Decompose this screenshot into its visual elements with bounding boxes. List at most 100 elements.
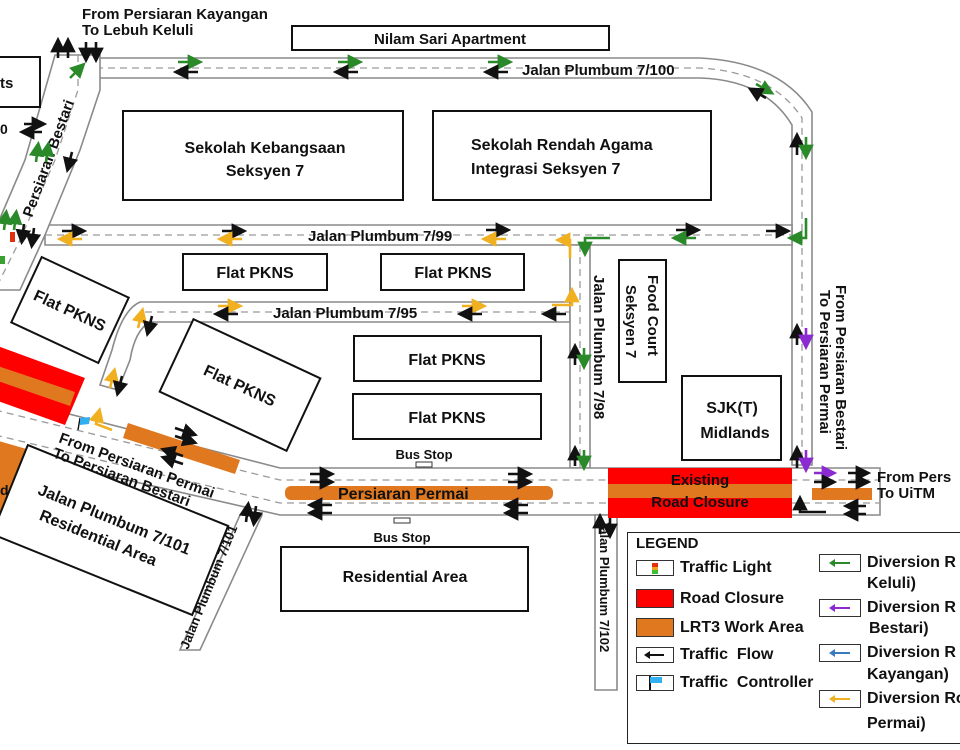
work-area-persiaran-permai (285, 486, 553, 500)
traffic-light-icon (10, 232, 15, 242)
building-residential-area (280, 546, 529, 612)
legend-item-work-area: LRT3 Work Area (636, 618, 804, 637)
label-flat-pkns-2: Flat PKNS (414, 265, 492, 282)
label-residential-area: Residential Area (343, 569, 468, 586)
building-flat-pkns-2 (380, 253, 525, 291)
diversion-green-turn (577, 236, 610, 258)
work-area-swatch (636, 618, 674, 637)
building-flat-pkns-6 (158, 317, 322, 453)
diversion-green-arrow (0, 208, 13, 231)
traffic-arrow-up (238, 500, 255, 523)
flag-icon (636, 675, 674, 691)
label-nilam-sari: Nilam Sari Apartment (374, 31, 526, 48)
diversion-yellow-turn (88, 406, 113, 432)
label-to-permai: To Persiaran Permai (816, 290, 833, 434)
label-sra-line2: Integrasi Seksyen 7 (471, 161, 621, 178)
building-jp7101-residential (0, 443, 230, 617)
traffic-light-icon (0, 256, 5, 264)
label-sjkt-line2: Midlands (700, 425, 769, 442)
buildings: Nilam Sari Apartment ts 0 Sekolah Kebang… (0, 25, 782, 617)
building-sjkt-midlands (681, 375, 782, 461)
legend-item-traffic-light: Traffic Light (636, 559, 772, 577)
diversion-yellow-turn (552, 286, 580, 307)
diversion-green-arrow (69, 62, 86, 79)
building-flat-pkns-3 (353, 335, 542, 382)
legend-item-traffic-flow: Traffic Flow (636, 646, 773, 664)
label-jalan-plumbum-7-95: Jalan Plumbum 7/95 (273, 305, 417, 322)
blue-arrow-icon (819, 643, 861, 662)
label-left-cut-road: 0 (0, 121, 8, 137)
label-road-closure: Road Closure (651, 494, 749, 511)
traffic-arrow-left (160, 445, 184, 461)
label-existing: Existing (671, 472, 729, 489)
yellow-arrow-icon (819, 689, 861, 708)
diversion-green-arrow (38, 140, 55, 163)
building-food-court (618, 259, 667, 383)
legend-label: Traffic Light (680, 559, 772, 576)
label-sk-line1: Sekolah Kebangsaan (185, 140, 346, 157)
building-nilam-sari (291, 25, 610, 51)
legend-label: Diversion R (867, 644, 956, 661)
legend-item-diversion-bestari: Diversion R (819, 598, 956, 617)
traffic-light-icon (636, 560, 674, 576)
traffic-arrow-right (174, 423, 198, 439)
label-sk-line2: Seksyen 7 (226, 163, 304, 180)
diversion-green-arrow (6, 208, 23, 231)
label-to-uitm: To UiTM (877, 485, 935, 502)
label-to-lebuh-keluli: To Lebuh Keluli (82, 22, 193, 39)
diversion-green-arrow (28, 140, 45, 163)
legend-label: Diversion R (867, 599, 956, 616)
legend-label-continued: Keluli) (867, 575, 916, 592)
label-sjkt-line1: SJK(T) (706, 400, 758, 417)
label-jalan-plumbum-7-102: Jalan Plumbum 7/102 (597, 520, 612, 652)
traffic-controller-icon (77, 417, 90, 431)
legend-item-traffic-controller: Traffic Controller (636, 674, 813, 692)
label-left-cut: ts (0, 75, 13, 92)
legend-label: LRT3 Work Area (680, 618, 804, 636)
legend-label-continued: Bestari) (869, 620, 929, 637)
label-jalan-plumbum-7-99: Jalan Plumbum 7/99 (308, 228, 452, 245)
traffic-arrow-down (142, 315, 159, 338)
building-flat-pkns-1 (182, 253, 328, 291)
legend-item-diversion-keluli: Diversion R (819, 553, 956, 572)
traffic-arrow-turn (792, 494, 826, 514)
label-bus-stop-south: Bus Stop (373, 530, 430, 545)
existing-road-closure-work-strip (608, 484, 792, 498)
legend-label-continued: Permai) (867, 715, 926, 732)
legend-label: Traffic Controller (680, 674, 814, 691)
legend-label: Road Closure (680, 589, 785, 607)
legend-item-diversion-permai: Diversion Ro (819, 689, 960, 708)
black-arrow-icon (636, 647, 674, 663)
bus-stop-south-icon (393, 517, 411, 524)
legend-title: LEGEND (636, 535, 699, 552)
legend: LEGEND Traffic Light Road Closure LRT3 W… (627, 532, 960, 744)
label-flat-pkns-4: Flat PKNS (408, 410, 486, 427)
closures (0, 346, 872, 520)
legend-label: Traffic Flow (680, 646, 774, 663)
legend-item-diversion-kayangan: Diversion R (819, 643, 956, 662)
label-from-bestari: From Persiaran Bestari (832, 285, 849, 450)
diversion-yellow-arrow (103, 366, 120, 389)
label-from-kayangan: From Persiaran Kayangan (82, 6, 268, 23)
diversion-green-turn (786, 218, 808, 246)
road-closure-swatch (636, 589, 674, 608)
green-arrow-icon (819, 553, 861, 572)
label-from-pers-uitm: From Pers (877, 469, 951, 486)
legend-label: Diversion R (867, 554, 956, 571)
traffic-arrows (0, 36, 872, 540)
traffic-arrow-left (160, 453, 184, 469)
traffic-arrow-down (112, 375, 129, 398)
diversion-yellow-turn (554, 232, 572, 258)
label-sra-line1: Sekolah Rendah Agama (471, 137, 653, 154)
purple-arrow-icon (819, 598, 861, 617)
building-sk-seksyen-7 (122, 110, 404, 201)
label-food-court-line1: Food Court (644, 275, 661, 356)
traffic-arrow-down (15, 223, 32, 246)
label-food-court-line2: Seksyen 7 (622, 285, 639, 358)
label-jalan-plumbum-7-100: Jalan Plumbum 7/100 (522, 62, 675, 79)
label-left-cut2: d (0, 482, 9, 498)
traffic-lights (0, 232, 15, 264)
label-persiaran-permai: Persiaran Permai (338, 486, 469, 503)
traffic-arrow-down (25, 227, 42, 250)
building-sra-integrasi (432, 110, 712, 201)
